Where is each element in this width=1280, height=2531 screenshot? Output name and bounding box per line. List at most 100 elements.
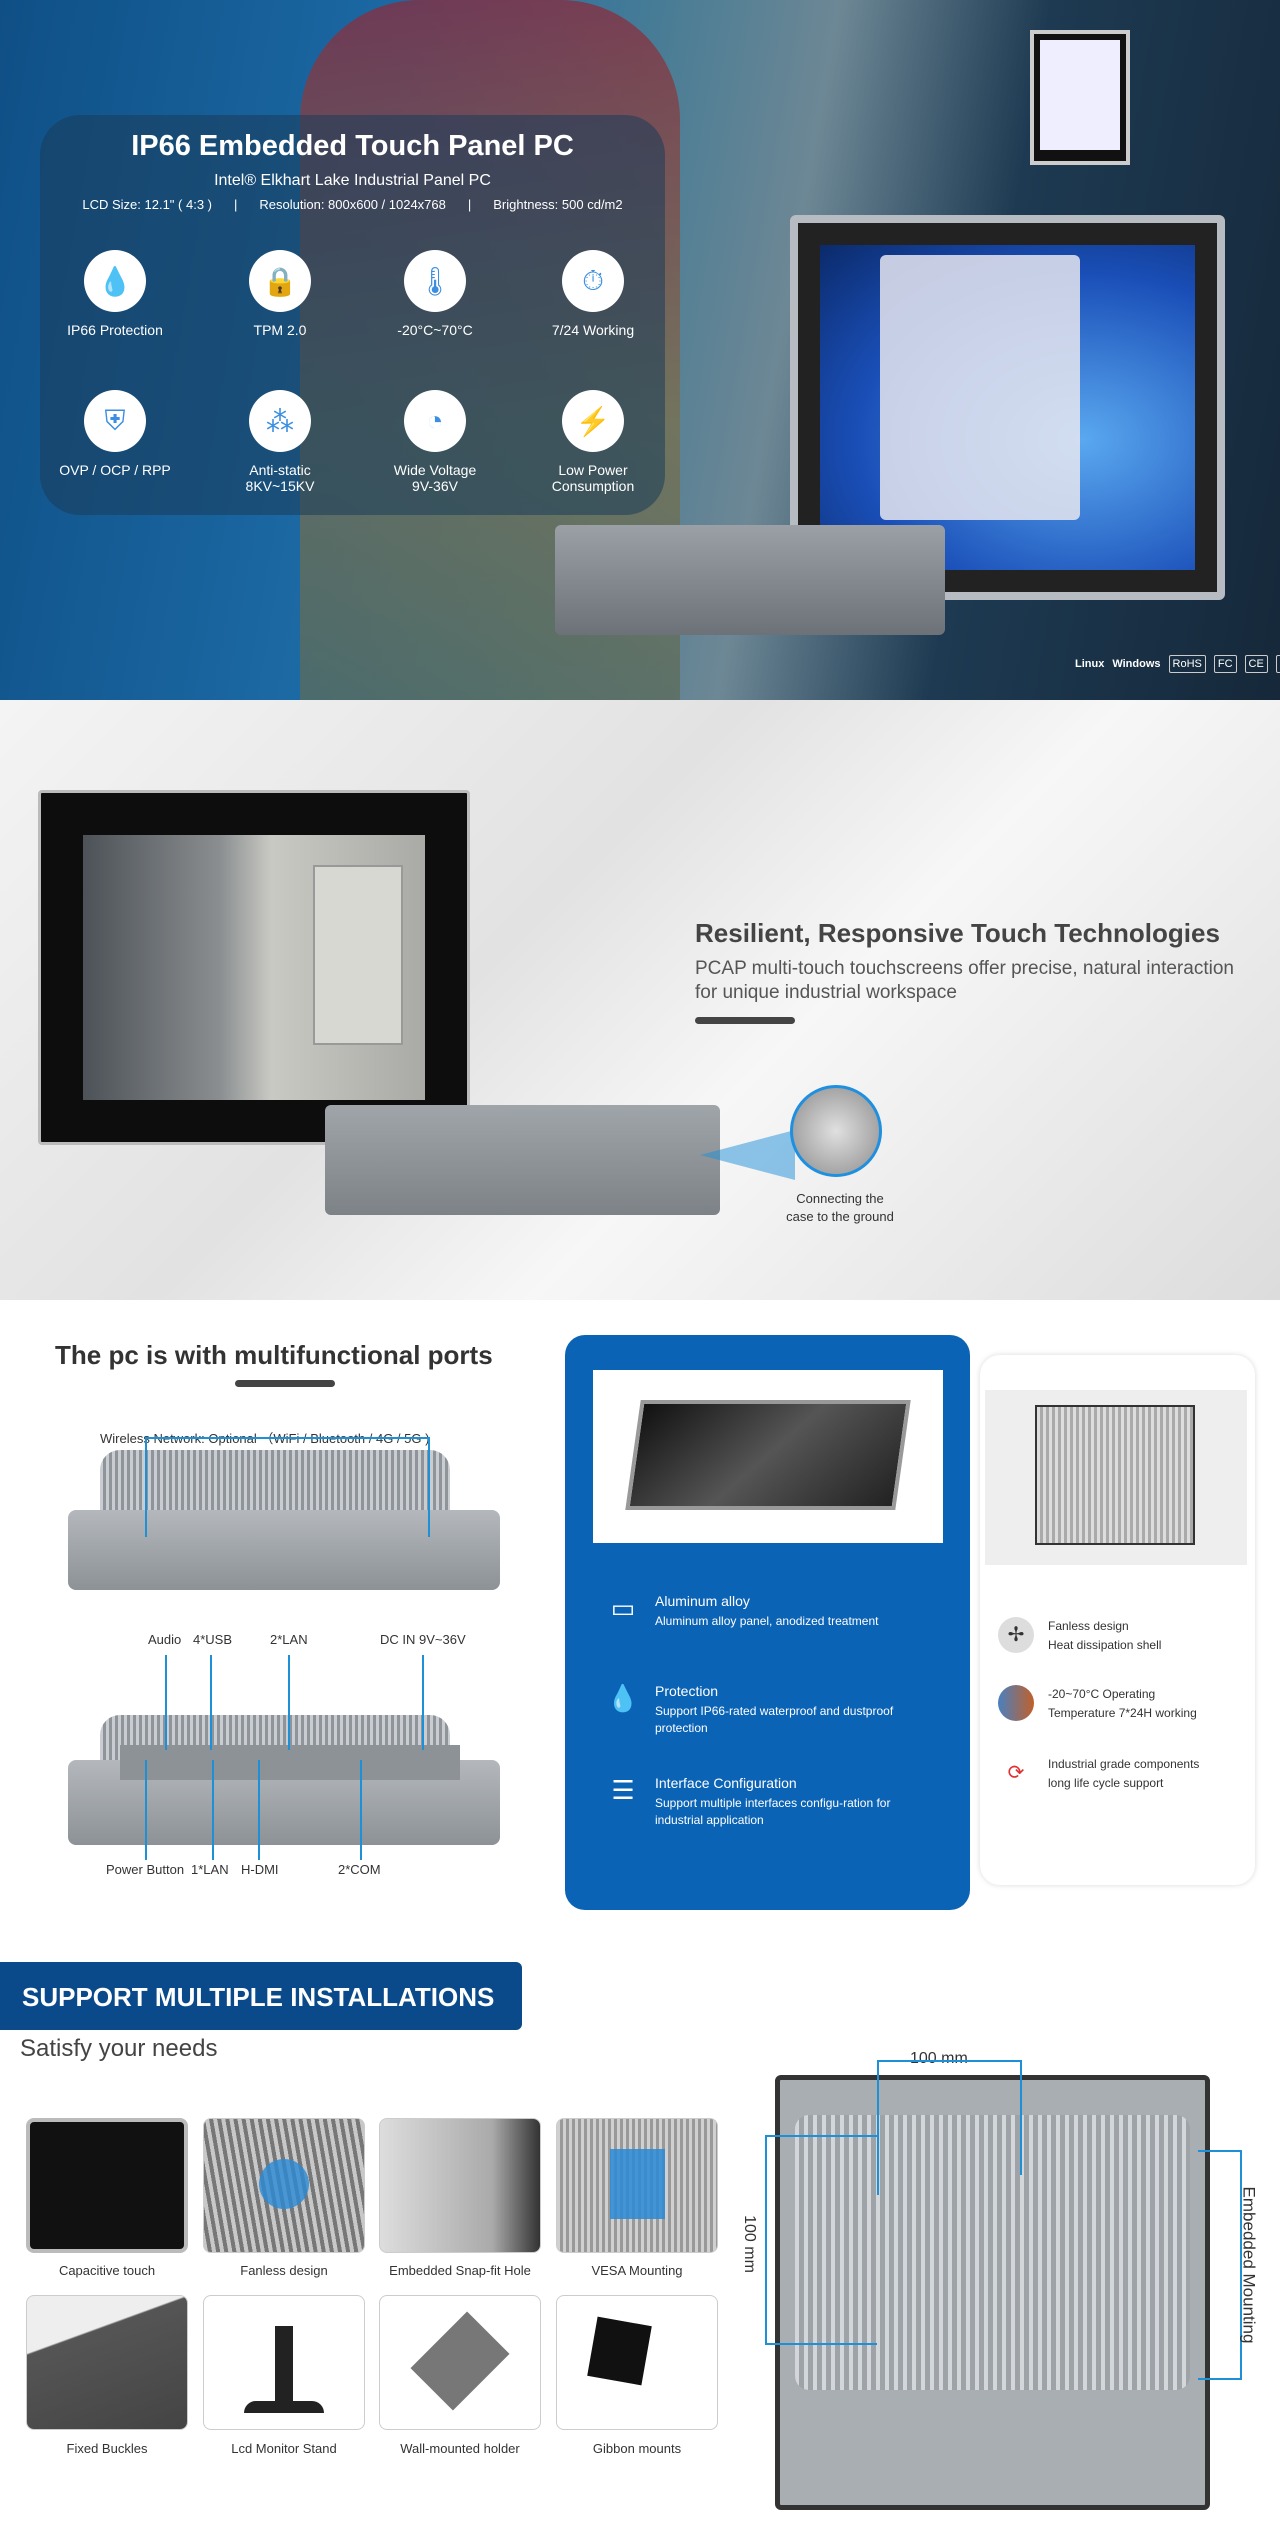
feature-title: Protection: [655, 1683, 719, 1699]
water-drop-icon: 💧: [84, 250, 146, 312]
thermometer-icon: 🌡: [404, 250, 466, 312]
dimension-line: [877, 2060, 1022, 2062]
feature-label: -20°C~70°C: [397, 322, 473, 338]
feature-line: Fanless design: [1048, 1619, 1129, 1633]
port-label-1lan: 1*LAN: [191, 1862, 229, 1877]
fan-icon: [259, 2159, 309, 2209]
tile-label: VESA Mounting: [591, 2263, 683, 2278]
feature-line: Industrial grade components: [1048, 1757, 1200, 1771]
feature-label: Consumption: [551, 478, 635, 494]
particles-icon: ⁂: [249, 390, 311, 452]
tile-vesa: [556, 2118, 718, 2253]
feature-desc: Aluminum alloy panel, anodized treatment: [655, 1614, 879, 1628]
spec-lcd: LCD Size: 12.1" ( 4:3 ): [82, 197, 212, 212]
shield-lock-icon: 🔒: [249, 250, 311, 312]
callout-line: [212, 1760, 214, 1860]
touch-title: Resilient, Responsive Touch Technologies: [695, 918, 1220, 948]
battery-icon: ⚡: [562, 390, 624, 452]
fan-icon: ✢: [998, 1617, 1034, 1653]
dimension-line: [765, 2135, 767, 2345]
tile-label: Wall-mounted holder: [400, 2441, 520, 2456]
ground-screw-image: [790, 1085, 882, 1177]
hero-specs: LCD Size: 12.1" ( 4:3 ) | Resolution: 80…: [40, 197, 665, 212]
callout-line: [145, 1760, 147, 1860]
tile-label: Lcd Monitor Stand: [231, 2441, 337, 2456]
touch-monitor-image: [38, 790, 470, 1145]
callout-line: [165, 1655, 167, 1750]
background-monitor: [1030, 30, 1130, 165]
tile-capacitive-touch: [26, 2118, 188, 2253]
panel-back-image: [775, 2075, 1210, 2510]
divider: [695, 1017, 795, 1024]
fcc-logo: FC: [1213, 655, 1237, 673]
feature-line: long life cycle support: [1048, 1776, 1164, 1790]
installations-subtitle: Satisfy your needs: [20, 2035, 218, 2062]
port-label-usb: 4*USB: [193, 1632, 233, 1647]
tile-label: Fixed Buckles: [66, 2441, 148, 2456]
port-panel: [120, 1745, 460, 1780]
dimension-line: [765, 2135, 877, 2137]
linux-logo: Linux: [1075, 658, 1105, 670]
refresh-icon: ⟳: [1007, 1761, 1025, 1784]
dimension-line: [1198, 2150, 1242, 2152]
feature-desc: Support IP66-rated waterproof and dustpr…: [655, 1704, 894, 1735]
vesa-width-label: 100 mm: [910, 2050, 968, 2067]
feature-label: Low Power: [558, 462, 628, 478]
feature-title: Interface Configuration: [655, 1775, 797, 1791]
embedded-mounting-label: Embedded Mounting: [1239, 2186, 1259, 2344]
callout-line: [145, 1437, 430, 1439]
caption-line: Connecting the: [796, 1191, 884, 1206]
port-label-power: Power Button: [106, 1862, 185, 1877]
spec-overlay: [40, 115, 665, 515]
zoom-beam: [700, 1130, 795, 1180]
feature-ip66: 💧IP66 Protection: [40, 250, 190, 338]
tile-label: Embedded Snap-fit Hole: [389, 2263, 531, 2278]
callout-line: [428, 1437, 430, 1537]
callout-line: [288, 1655, 290, 1750]
certification-logos: Linux Windows RoHS FC CE IP: [1075, 655, 1280, 673]
port-label-dc: DC IN 9V~36V: [380, 1632, 466, 1647]
tile-fixed-buckles: [26, 2295, 188, 2430]
windows-logo: Windows: [1112, 658, 1161, 670]
feature-line: Heat dissipation shell: [1048, 1638, 1162, 1652]
feature-label: 9V-36V: [412, 478, 458, 494]
water-drop-icon: 💧: [606, 1683, 640, 1713]
caption-line: case to the ground: [786, 1209, 894, 1224]
panel-pc-ports: [555, 525, 945, 635]
ports-title: The pc is with multifunctional ports: [55, 1340, 493, 1370]
hero-title: IP66 Embedded Touch Panel PC: [131, 130, 574, 162]
callout-line: [258, 1760, 260, 1860]
feature-label: Wide Voltage: [393, 462, 477, 478]
ip-logo: IP: [1275, 655, 1280, 673]
feature-line: Temperature 7*24H working: [1048, 1706, 1197, 1720]
divider: [235, 1380, 335, 1387]
sliders-icon: ☰: [611, 1775, 635, 1805]
callout-line: [360, 1760, 362, 1860]
dimension-line: [765, 2343, 877, 2345]
panel-pc-angled-image: [593, 1370, 943, 1543]
feature-label: 8KV~15KV: [245, 478, 315, 494]
tile-snap-fit: [379, 2118, 541, 2253]
feature-label: OVP / OCP / RPP: [59, 462, 171, 478]
tile-monitor-stand: [203, 2295, 365, 2430]
hero-banner: IP66 Embedded Touch Panel PC Intel® Elkh…: [0, 0, 1280, 700]
feature-label: 7/24 Working: [551, 322, 635, 338]
shield-wave-icon: ⛨: [84, 390, 146, 452]
feature-label: Anti-static: [249, 462, 311, 478]
hero-subtitle: Intel® Elkhart Lake Industrial Panel PC: [214, 172, 491, 189]
port-label-lan: 2*LAN: [270, 1632, 308, 1647]
tile-label: Fanless design: [240, 2263, 328, 2278]
rohs-logo: RoHS: [1168, 655, 1206, 673]
ground-caption: Connecting the case to the ground: [770, 1190, 910, 1226]
feature-line: -20~70°C Operating: [1048, 1687, 1156, 1701]
tile-wall-holder: [379, 2295, 541, 2430]
ce-logo: CE: [1244, 655, 1268, 673]
